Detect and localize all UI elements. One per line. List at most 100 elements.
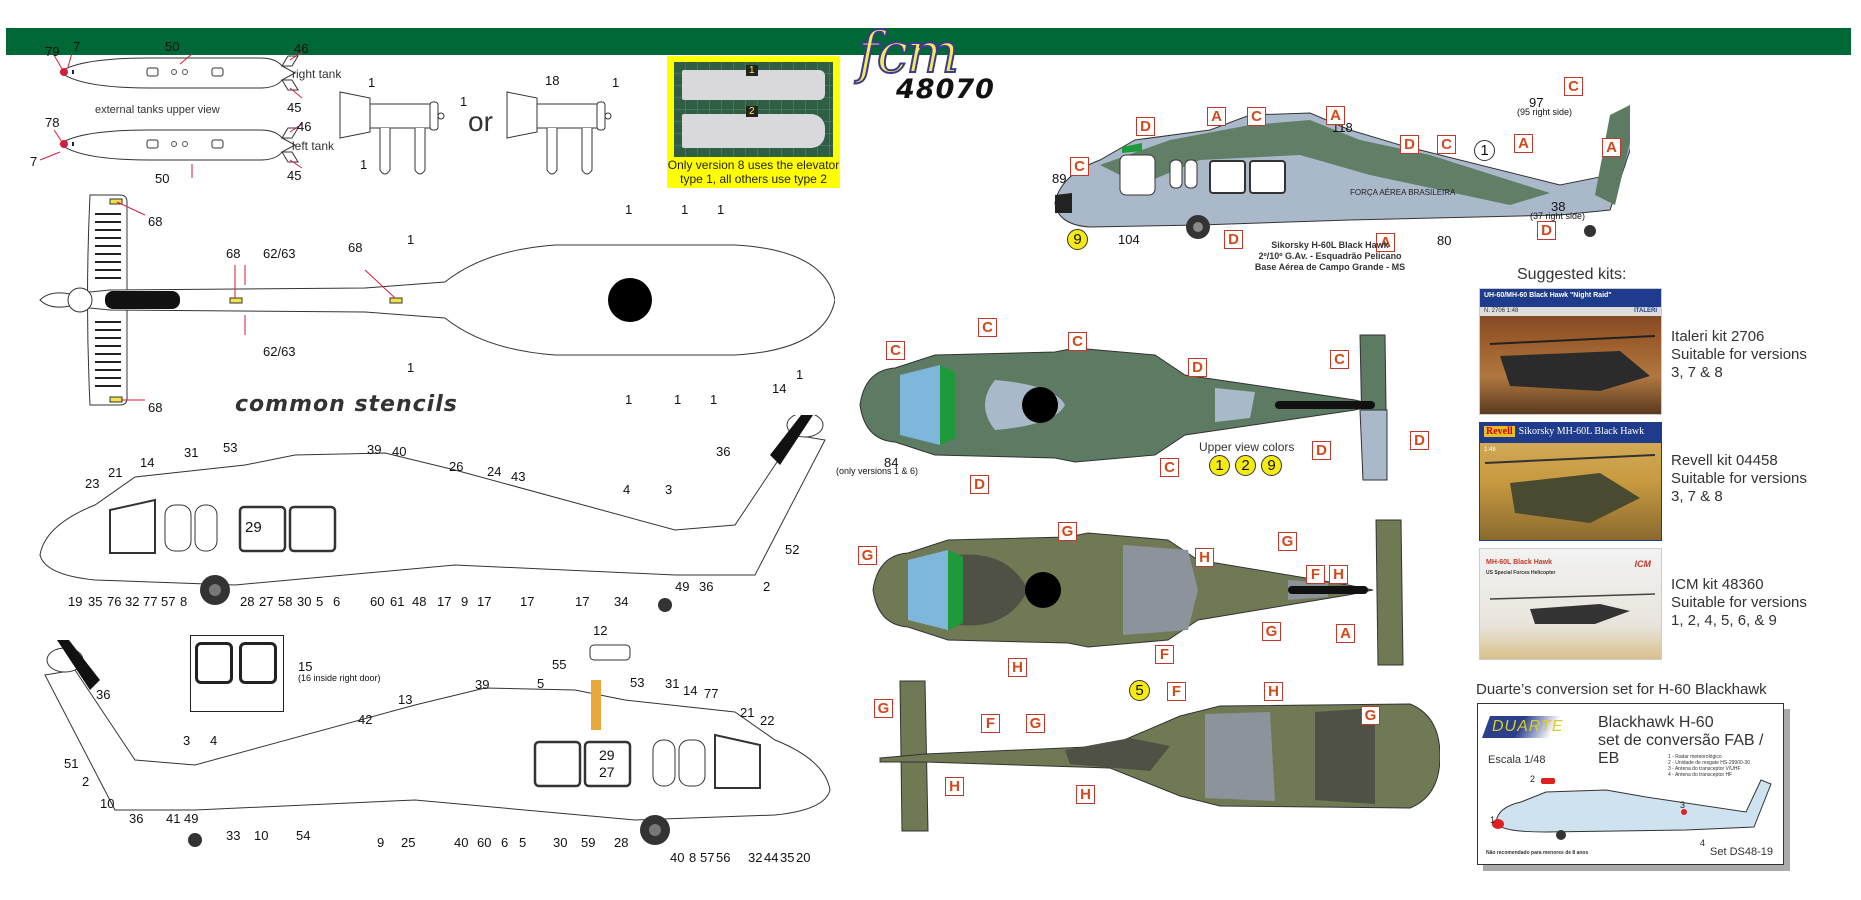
stencils-right-side-view: [39, 415, 826, 612]
color-box: H: [1264, 682, 1283, 701]
icm-kit-box[interactable]: MH-60L Black Hawk US Special Forces Heli…: [1479, 548, 1662, 660]
stencil-callout: 3: [183, 733, 191, 748]
stencil-callout: 3: [665, 482, 673, 497]
color-box: A: [1336, 624, 1355, 643]
version-1-badge: 1: [1474, 140, 1495, 161]
upper-view-1: [859, 334, 1388, 481]
color-box: F: [1167, 682, 1186, 701]
stencil-callout: 77: [143, 594, 158, 609]
color-box: C: [1070, 157, 1089, 176]
stencil-callout: 17: [477, 594, 492, 609]
stencil-callout: 57: [161, 594, 176, 609]
kit-box-code-text: N. 2706 1:48: [1484, 308, 1519, 314]
stencil-callout: 60: [477, 835, 492, 850]
stencils-top-view: [39, 194, 835, 406]
stencil-callout: 40: [454, 835, 469, 850]
color-box: H: [1195, 548, 1214, 567]
color-box: A: [1514, 134, 1533, 153]
italeri-kit-box[interactable]: UH-60/MH-60 Black Hawk "Night Raid" N. 2…: [1479, 288, 1662, 415]
stencil-callout: 26: [449, 459, 464, 474]
color-box: D: [1400, 135, 1419, 154]
stencil-callout: 10: [254, 828, 269, 843]
stencil-callout: 49: [184, 811, 199, 826]
kit-box-art: [1484, 454, 1656, 523]
tank-callout: 79: [45, 44, 60, 59]
header-bar: [6, 28, 1851, 55]
duarte-scale: Escala 1/48: [1488, 754, 1546, 766]
kit-versions: 3, 7 & 8: [1671, 488, 1723, 505]
color-box: A: [1326, 106, 1345, 125]
stencil-callout: 29: [599, 747, 615, 763]
upper-view-5: [872, 519, 1404, 666]
color-box: G: [1058, 522, 1077, 541]
door-callout: 15: [298, 659, 313, 674]
duarte-conversion-card[interactable]: DUARTE Blackhawk H-60 set de conversão F…: [1477, 703, 1784, 865]
kit-versions: 1, 2, 4, 5, 6, & 9: [1671, 612, 1777, 629]
color-box: C: [1564, 77, 1583, 96]
tank-callout: 46: [297, 119, 312, 134]
stencil-callout: 4: [623, 482, 631, 497]
door-note: (16 inside right door): [298, 673, 381, 683]
stencil-callout: 32: [125, 594, 140, 609]
legend-item: 1 - Radar meteorológico: [1668, 754, 1722, 760]
stencil-callout: 36: [716, 444, 731, 459]
stencil-callout: 4: [210, 733, 218, 748]
stencil-callout: 22: [760, 713, 775, 728]
stencil-callout: 1: [407, 360, 415, 375]
or-text: or: [468, 106, 493, 137]
upper-view-colors-caption: Upper view colors: [1199, 440, 1295, 454]
kit-brand: ITALERI: [1634, 308, 1657, 314]
pylon-drawing: [339, 91, 612, 175]
stencil-callout: 44: [764, 850, 779, 865]
stencil-callout: 6: [333, 594, 341, 609]
stencil-callout: 9: [461, 594, 469, 609]
stencil-callout: 55: [552, 657, 567, 672]
common-stencils-title: common stencils: [235, 392, 458, 417]
door-inset: [190, 635, 284, 712]
stencil-callout: 12: [593, 623, 608, 638]
stencil-callout: 5: [316, 594, 324, 609]
stencil-callout: 14: [772, 381, 787, 396]
stencil-callout: 1: [625, 392, 633, 407]
stencil-callout: 21: [108, 465, 123, 480]
stencil-callout: 31: [665, 676, 680, 691]
pylon-callout: 1: [612, 75, 620, 90]
upper-view-note: (only versions 1 & 6): [836, 466, 919, 476]
kit-box-code: 1:48: [1484, 447, 1496, 453]
italeri-kit-info: Italeri kit 2706 Suitable for versions 3…: [1671, 328, 1807, 382]
version-badge: 2: [1235, 455, 1256, 476]
duarte-callout: 3: [1680, 800, 1686, 810]
color-box: A: [1602, 138, 1621, 157]
elevator-type-2: [682, 114, 825, 148]
kit-suitable: Suitable for versions: [1671, 470, 1807, 487]
stencil-callout: 19: [68, 594, 83, 609]
color-box: C: [1437, 135, 1456, 154]
duarte-brand: DUARTE: [1492, 718, 1564, 735]
stencil-callout: 53: [223, 440, 238, 455]
stencil-callout: 53: [630, 675, 645, 690]
stencil-callout: 28: [240, 594, 255, 609]
color-box: A: [1376, 233, 1395, 252]
stencil-callout: 13: [398, 692, 413, 707]
suggested-kits-title: Suggested kits:: [1517, 266, 1627, 283]
stencil-callout: 1: [710, 392, 718, 407]
kit-box-art: [1489, 593, 1656, 624]
stencil-callout: 24: [487, 464, 502, 479]
kit-box-title: UH-60/MH-60 Black Hawk "Night Raid": [1480, 289, 1661, 307]
caption-line: Sikorsky H-60L Black Hawk: [1271, 240, 1389, 250]
pylon-callout: 1: [368, 75, 376, 90]
elevator-photo: 1 2: [674, 62, 833, 157]
stencil-callout: 77: [704, 686, 719, 701]
stencil-callout: 35: [780, 850, 795, 865]
legend-item: 2 - Unidade de resgate HS-29900-30: [1668, 760, 1750, 766]
stencil-callout: 1: [407, 232, 415, 247]
revell-kit-info: Revell kit 04458 Suitable for versions 3…: [1671, 452, 1807, 506]
kit-versions: 3, 7 & 8: [1671, 364, 1723, 381]
title-line-2: set de conversão FAB / EB: [1598, 732, 1764, 767]
stencil-callout: 25: [401, 835, 416, 850]
tanks-caption: external tanks upper view: [95, 104, 220, 116]
duarte-card-title: Blackhawk H-60 set de conversão FAB / EB: [1598, 714, 1783, 768]
tank-callout: 50: [155, 171, 170, 186]
